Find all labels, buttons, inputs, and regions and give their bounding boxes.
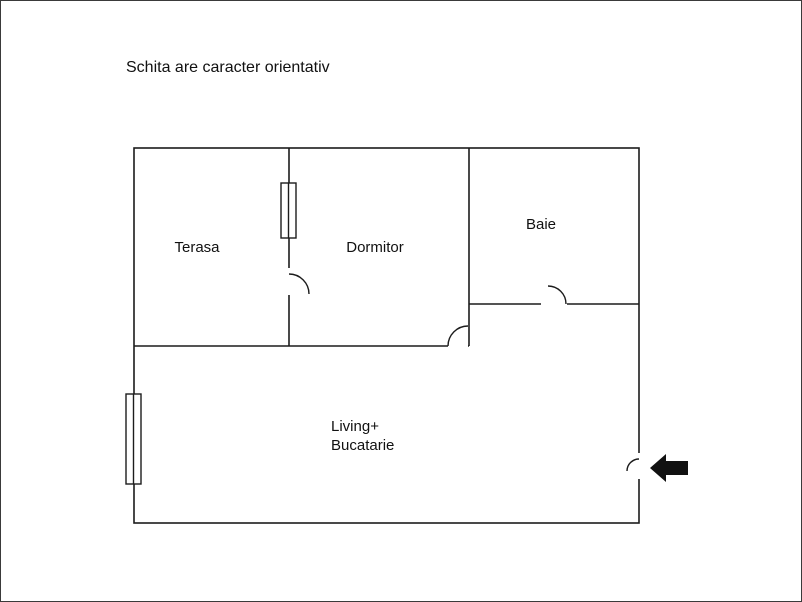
room-label-living: Living+ Bucatarie <box>331 417 394 455</box>
door-swings <box>288 273 640 472</box>
room-label-baie: Baie <box>525 216 557 233</box>
door-arc-entrance-icon <box>626 458 640 472</box>
door-arc-dormitor-icon <box>447 325 469 347</box>
room-label-living-line2: Bucatarie <box>331 437 395 454</box>
door-openings <box>286 268 642 479</box>
room-label-dormitor: Dormitor <box>346 239 404 256</box>
door-gap-dormitor <box>448 343 468 349</box>
windows <box>125 182 297 485</box>
sketch-disclaimer-title: Schita are caracter orientativ <box>126 59 330 76</box>
room-label-living-line1: Living+ <box>331 418 379 435</box>
door-gap-entrance <box>636 453 642 479</box>
entrance-arrow-icon <box>650 454 688 482</box>
room-label-terasa: Terasa <box>174 239 220 256</box>
door-gap-terasa <box>286 268 292 295</box>
door-arc-baie-icon <box>547 285 567 305</box>
door-gap-baie <box>541 301 567 307</box>
walls <box>133 147 640 524</box>
door-arc-terasa-icon <box>288 273 310 295</box>
outer-wall <box>133 147 640 524</box>
